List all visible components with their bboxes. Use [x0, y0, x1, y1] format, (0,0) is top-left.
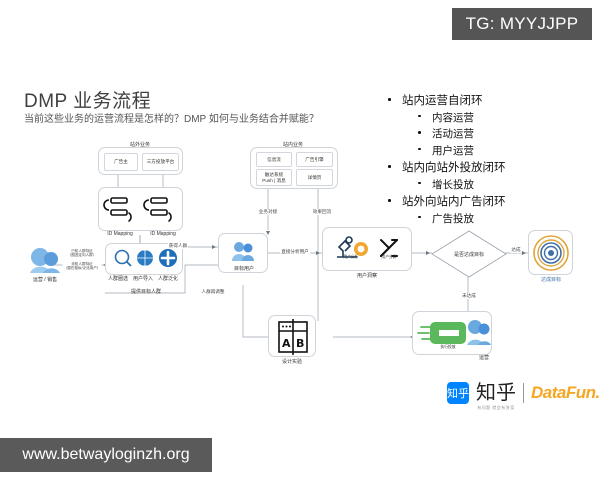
- page-subtitle: 当前这些业务的运营流程是怎样的？DMP 如何与业务结合并赋能？: [24, 114, 319, 125]
- goal-reached-node[interactable]: [528, 230, 573, 275]
- target-users-node[interactable]: 目标用户: [218, 233, 268, 273]
- svg-text:B: B: [296, 337, 304, 350]
- bullet-item: 站外向站内广告闭环: [380, 193, 595, 209]
- zhihu-name: 知乎: [476, 379, 516, 404]
- id-mapping-left-label: ID Mapping: [107, 231, 133, 237]
- page-title: DMP 业务流程: [24, 91, 152, 112]
- target-users-label: 目标用户: [233, 266, 255, 272]
- user-insight-node[interactable]: 用户分析 用户分群: [322, 227, 412, 271]
- insight-sub-label: 用户分析: [343, 255, 359, 259]
- edge-business-dock: 业务对接: [257, 209, 279, 215]
- dmp-flow-diagram: 站外业务 广告主 三方投放平台 站内业务 信息流 广告引擎 触达系统 Push …: [0, 125, 600, 385]
- ab-test-icon: A B: [278, 319, 308, 355]
- operator-label: 运营 / 销售: [32, 277, 58, 283]
- experiment-design-label: 设计实验: [281, 359, 303, 365]
- bullet-item: 广告投放: [380, 211, 595, 226]
- bullet-item: 增长投放: [380, 177, 595, 192]
- experiment-design-node[interactable]: A B: [268, 315, 316, 357]
- execute-delivery-node[interactable]: 执行投放: [412, 311, 492, 355]
- url-watermark: www.betwayloginzh.org: [0, 438, 212, 472]
- onsite-business-node[interactable]: 信息流 广告引擎 触达系统 Push | 消息 详情页: [250, 147, 338, 189]
- edge-direct-analysis: 直接分析用户: [280, 249, 310, 255]
- onsite-item[interactable]: 触达系统 Push | 消息: [256, 169, 292, 186]
- offsite-item[interactable]: 三方投放平台: [142, 153, 179, 171]
- footer-logos: 知乎 知乎 有问题 就会有答案 DataFun.: [447, 376, 600, 411]
- edge-not-achieved: 未达成: [461, 293, 477, 299]
- user-insight-label: 用户洞察: [356, 273, 378, 279]
- logo-divider: [523, 383, 524, 403]
- id-mapping-right-label: ID Mapping: [150, 231, 176, 237]
- audience-icons: [114, 249, 177, 267]
- zhihu-tagline: 有问题 就会有答案: [477, 404, 515, 410]
- offsite-item[interactable]: 广告主: [104, 153, 138, 171]
- operator-note: 未知人群特征 （潜在相似/泛化用户）: [62, 262, 102, 271]
- decision-label: 是否达成目标: [453, 252, 485, 258]
- audience-item-label: 用户导入: [132, 276, 154, 282]
- target-goal-icon: [533, 235, 569, 271]
- decision-diamond[interactable]: [430, 229, 508, 279]
- provide-target-crowd-label: 提供目标人群: [130, 289, 162, 295]
- bullet-item: 站内运营自闭环: [380, 92, 595, 108]
- zhihu-wordmark: 知乎 有问题 就会有答案: [476, 376, 516, 411]
- datafun-logo: DataFun.: [531, 383, 600, 402]
- bullet-item: 站内向站外投放闭环: [380, 159, 595, 175]
- delivery-icon: [417, 320, 491, 345]
- id-mapping-node[interactable]: [98, 187, 183, 231]
- onsite-caption: 站内业务: [282, 142, 304, 148]
- insight-sub-label: 用户分群: [381, 255, 397, 259]
- bullet-item: 内容运营: [380, 110, 595, 125]
- onsite-item[interactable]: 广告引擎: [296, 152, 333, 167]
- zhihu-mark-icon: 知乎: [447, 382, 469, 404]
- target-users-icon: [232, 242, 254, 261]
- bullet-item: 用户运营: [380, 143, 595, 158]
- onsite-item[interactable]: 信息流: [256, 152, 292, 167]
- bullet-item: 活动运营: [380, 126, 595, 141]
- svg-text:A: A: [282, 337, 291, 350]
- edge-achieved: 达成: [510, 247, 522, 253]
- operator-note: 已知人群特征 （圈选定向人群）: [66, 249, 98, 258]
- offsite-caption: 站外业务: [129, 142, 151, 148]
- audience-item-label: 人群圈选: [107, 276, 129, 282]
- edge-obtain-crowd: 获得人群: [167, 243, 189, 249]
- audience-item-label: 人群泛化: [157, 276, 179, 282]
- execute-person-label: 运营: [478, 355, 490, 361]
- edge-effect-feedback: 效果回流: [311, 209, 333, 215]
- execute-delivery-label: 执行投放: [440, 345, 456, 349]
- operator-avatar-icon: [26, 245, 64, 275]
- bullet-list: 站内运营自闭环 内容运营 活动运营 用户运营 站内向站外投放闭环 增长投放 站外…: [380, 92, 595, 227]
- offsite-business-node[interactable]: 广告主 三方投放平台: [98, 147, 183, 175]
- id-mapping-icon: [103, 197, 172, 222]
- onsite-item[interactable]: 详情页: [296, 169, 333, 186]
- telegram-watermark: TG: MYYJJPP: [452, 8, 592, 40]
- user-insight-icons: [337, 236, 398, 258]
- edge-crowd-readjust: 人群再调整: [200, 289, 226, 295]
- goal-reached-label: 达成目标: [540, 277, 562, 283]
